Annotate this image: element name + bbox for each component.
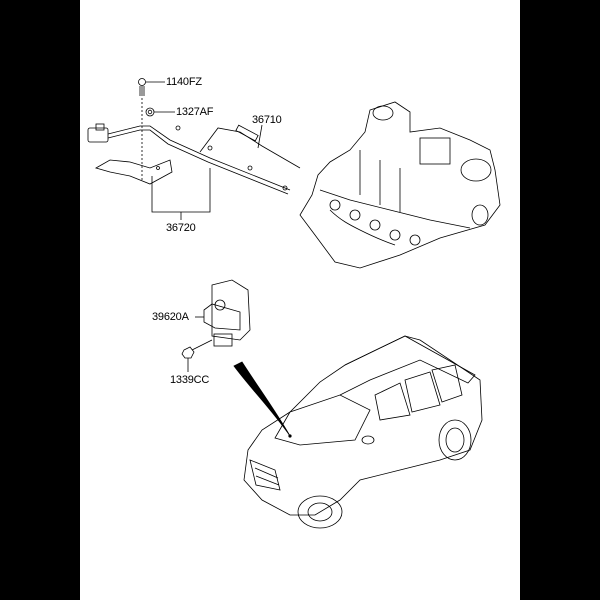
part-label-1339cc: 1339CC: [170, 374, 210, 386]
glow-plug-36710-icon: [199, 124, 301, 169]
engine-cylinder-head-icon: [299, 101, 501, 269]
part-label-39620a: 39620A: [152, 311, 189, 323]
nut-1327af-icon: [145, 107, 175, 117]
pointer-arrow-icon: [233, 361, 291, 437]
relay-39620a-icon: [191, 279, 251, 351]
harness-36720-icon: [87, 123, 291, 220]
part-label-1140fz: 1140FZ: [166, 76, 202, 88]
part-label-36720: 36720: [166, 222, 196, 234]
part-label-1327af: 1327AF: [176, 106, 214, 118]
bolt-1140fz-icon: [138, 78, 165, 180]
suv-vehicle-icon: [243, 335, 483, 529]
diagram-sheet: [80, 0, 520, 600]
part-label-36710: 36710: [252, 114, 282, 126]
nut-1339cc-icon: [181, 346, 195, 372]
